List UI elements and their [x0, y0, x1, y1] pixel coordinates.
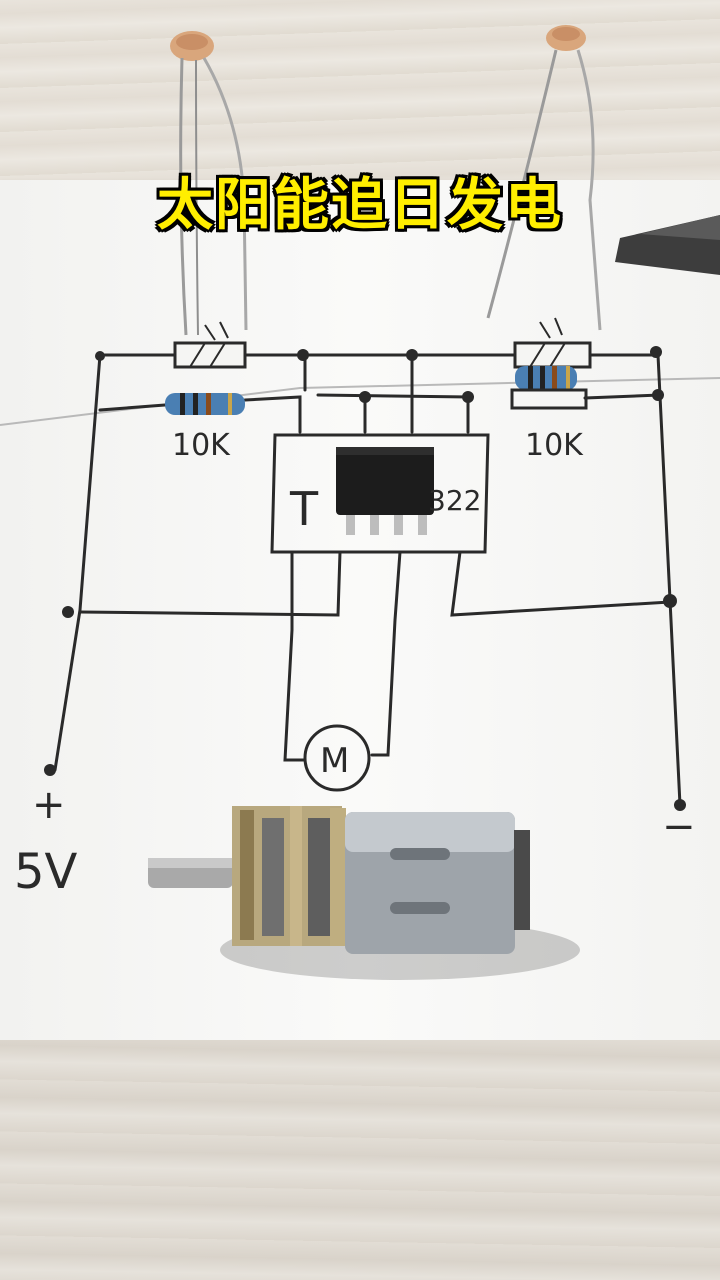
resistor-left-label: 10K [172, 428, 231, 463]
ldr-symbol-left [173, 321, 247, 369]
pencil-tip [615, 215, 720, 275]
ldr-symbol-right [513, 317, 592, 369]
chip-mark-right: 322 [428, 484, 481, 517]
jumper-wire [0, 377, 720, 426]
voltage-label: 5V [14, 844, 78, 900]
wooden-table-top [0, 0, 720, 200]
video-caption: 太阳能追日发电 [157, 173, 563, 238]
photoresistor-right [486, 25, 602, 331]
gear-motor [148, 806, 580, 980]
photoresistor-left [170, 31, 248, 336]
schematic [53, 353, 682, 807]
motor-symbol-label: M [320, 741, 349, 781]
resistor-right [510, 366, 588, 410]
chip-mark-left: T [289, 482, 319, 536]
plus-label: + [32, 782, 66, 828]
resistor-left [165, 393, 245, 415]
resistor-right-label: 10K [525, 428, 584, 463]
wooden-table-bottom [0, 1040, 720, 1280]
ic-chip [336, 447, 434, 535]
minus-label: − [662, 804, 696, 850]
junction-dots [44, 346, 686, 811]
